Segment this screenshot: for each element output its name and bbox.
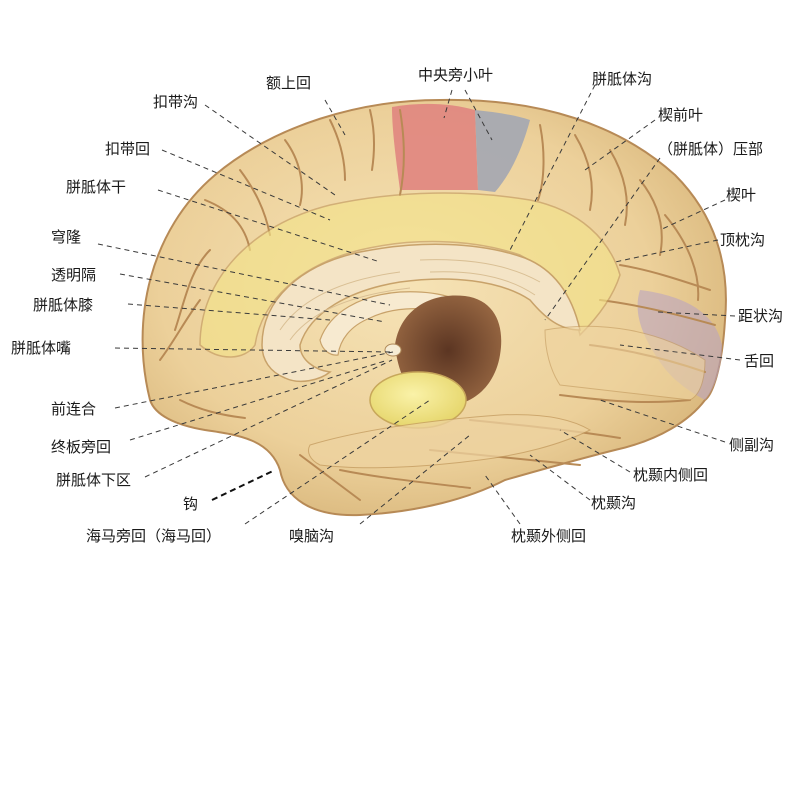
label-xie-ye: 楔叶 — [726, 186, 757, 204]
lingual-gyrus-band — [544, 325, 706, 401]
label-qiong-long: 穹隆 — [51, 228, 82, 246]
label-touming-ge: 透明隔 — [51, 266, 97, 284]
label-zhen-nie-wai-ce-hui: 枕颞外侧回 — [511, 527, 587, 545]
label-ju-zhuang-gou: 距状沟 — [738, 307, 784, 325]
label-xie-qian-ye: 楔前叶 — [658, 106, 704, 124]
label-kou-dai-hui: 扣带回 — [105, 140, 151, 158]
parahippocampal-band — [307, 414, 592, 469]
label-pianzhiti-xia-qu: 胼胝体下区 — [56, 471, 132, 489]
uncus-pointer — [211, 469, 276, 501]
label-xiu-nao-gou: 嗅脑沟 — [289, 527, 335, 545]
label-gou: 钩 — [183, 495, 199, 513]
label-haima-pang-hui: 海马旁回（海马回） — [86, 527, 222, 545]
anterior-commissure — [384, 343, 402, 357]
label-pianzhiti-gou: 胼胝体沟 — [592, 70, 653, 88]
label-zhen-nie-gou: 枕颞沟 — [591, 494, 637, 512]
paracentral-gray — [475, 110, 530, 192]
label-e-shang-hui: 额上回 — [266, 74, 312, 92]
callosum-fibers — [279, 259, 541, 341]
label-pianzhiti-zui: 胼胝体嘴 — [11, 339, 72, 357]
label-zhongyang-pang-xiaoye: 中央旁小叶 — [418, 66, 494, 84]
leader-lines — [97, 84, 741, 525]
label-zhen-nie-nei-ce-hui: 枕颞内侧回 — [633, 466, 709, 484]
label-ce-fu-gou: 侧副沟 — [729, 436, 775, 454]
label-she-hui: 舌回 — [744, 352, 775, 370]
label-pianzhiti-ya-bu: （胼胝体）压部 — [658, 140, 764, 158]
paracentral-red — [392, 103, 478, 190]
label-pianzhiti-gan: 胼胝体干 — [66, 178, 127, 196]
label-zhongban-pang-hui: 终板旁回 — [51, 438, 112, 456]
label-kou-dai-gou: 扣带沟 — [153, 93, 199, 111]
label-qian-lian-he: 前连合 — [51, 400, 97, 418]
label-pianzhiti-xi: 胼胝体膝 — [33, 296, 94, 314]
label-ding-zhen-gou: 顶枕沟 — [720, 231, 766, 249]
